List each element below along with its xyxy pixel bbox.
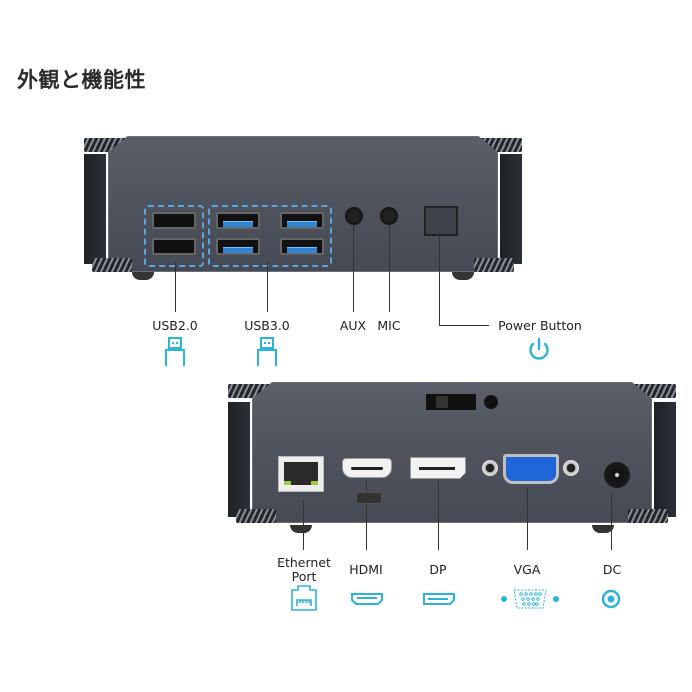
vga-screw: [563, 460, 579, 476]
usb3-label: USB3.0: [244, 318, 290, 333]
callout-line: [611, 492, 612, 550]
usb2-port: [152, 212, 196, 229]
ethernet-icon: [291, 585, 317, 611]
callout-line: [366, 480, 367, 550]
callout-line: [175, 262, 176, 312]
dc-jack: [604, 462, 630, 488]
usb3-port: [216, 238, 260, 255]
foot: [132, 272, 154, 280]
power-icon: [529, 337, 549, 360]
vga-screw: [482, 460, 498, 476]
foot: [452, 272, 474, 280]
foot: [592, 525, 614, 533]
device-front-panel: [82, 132, 524, 282]
aux-jack: [345, 207, 363, 225]
page-title: 外観と機能性: [17, 68, 146, 92]
power-button: [424, 206, 458, 236]
ethernet-port-label: Ethernet Port: [268, 556, 340, 584]
ethernet-port: [278, 456, 324, 492]
usb3-port: [216, 212, 260, 229]
power-button-label: Power Button: [498, 318, 582, 333]
cable-clip: [356, 492, 382, 504]
dc-power-icon: [601, 589, 621, 609]
vga-label: VGA: [513, 562, 541, 577]
usb2-label: USB2.0: [152, 318, 198, 333]
callout-line: [353, 224, 354, 312]
callout-line: [303, 500, 304, 550]
hdmi-icon: [351, 593, 383, 605]
hdmi-label: HDMI: [349, 562, 383, 577]
mic-jack: [380, 207, 398, 225]
usb-icon: [257, 337, 277, 366]
displayport-icon: [423, 593, 455, 605]
device-side-right: [654, 402, 676, 517]
vga-icon: [501, 589, 559, 609]
ethernet-label-line1: Ethernet: [277, 555, 331, 570]
foot: [290, 525, 312, 533]
device-side-right: [500, 154, 522, 264]
vent: [236, 509, 276, 523]
vga-port: [503, 454, 559, 484]
displayport-port: [410, 457, 466, 479]
callout-line: [439, 325, 489, 326]
mic-label: MIC: [377, 318, 401, 333]
kensington-slot: [426, 394, 476, 410]
usb2-group-outline: [144, 205, 204, 267]
device-side-left: [84, 154, 106, 264]
usb3-group-outline: [208, 205, 332, 267]
usb-icon: [165, 337, 185, 366]
dc-label: DC: [602, 562, 622, 577]
callout-line: [267, 262, 268, 312]
usb3-port: [280, 238, 324, 255]
callout-line: [438, 480, 439, 550]
dp-label: DP: [429, 562, 447, 577]
vent: [628, 509, 668, 523]
ethernet-label-line2: Port: [291, 569, 317, 584]
reset-hole: [484, 395, 498, 409]
callout-line: [439, 232, 440, 326]
device-rear-panel: [226, 380, 678, 535]
device-side-left: [228, 402, 250, 517]
callout-line: [389, 224, 390, 312]
vent: [92, 258, 132, 272]
usb3-port: [280, 212, 324, 229]
usb2-port: [152, 238, 196, 255]
callout-line: [527, 488, 528, 550]
vent: [474, 258, 514, 272]
aux-label: AUX: [339, 318, 367, 333]
hdmi-port: [342, 458, 392, 478]
